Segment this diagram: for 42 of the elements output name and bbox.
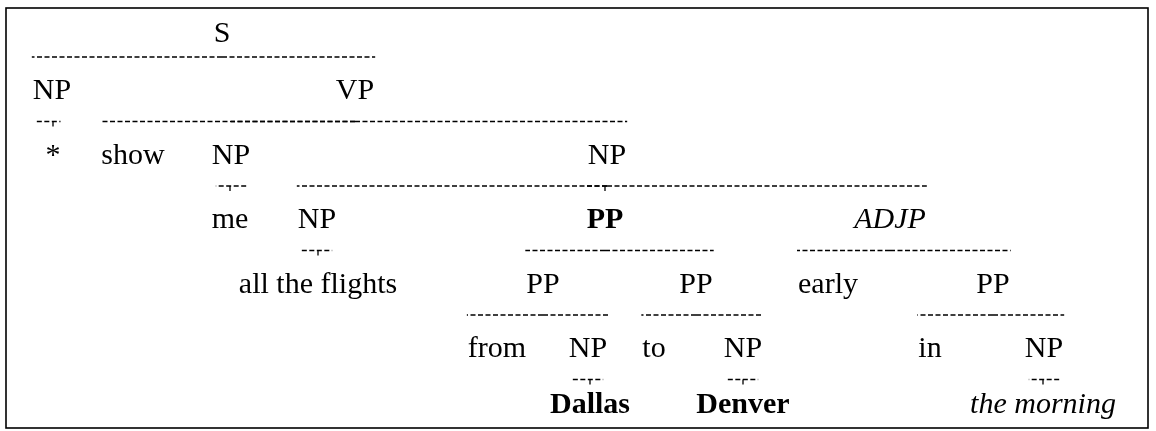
tree-branch-line [466, 314, 544, 316]
phrase-label: PP [973, 250, 1013, 315]
tree-branch-line [916, 314, 994, 316]
phrase-label: NP [208, 121, 254, 186]
word-label: Denver [693, 379, 793, 427]
phrase-label: PP [676, 250, 716, 315]
word-label: all the flights [235, 250, 401, 315]
tree-branch-line [221, 56, 376, 58]
tree-branch-line [604, 249, 715, 252]
tree-branch-line [640, 314, 697, 316]
phrase-label: ADJP [851, 186, 929, 251]
tree-branch-line [354, 120, 628, 123]
word-label: * [42, 121, 64, 186]
tree-branch-line [542, 314, 609, 316]
word-label: Dallas [547, 379, 633, 427]
tree-branch-line [606, 185, 928, 187]
tree-branch-line [36, 120, 62, 129]
phrase-label: PP [583, 186, 627, 251]
phrase-label: NP [584, 121, 630, 186]
word-label: show [98, 121, 168, 186]
phrase-label: VP [332, 57, 378, 122]
word-label: from [464, 315, 530, 380]
tree-branch-line [585, 185, 608, 193]
tree-branch-line [796, 249, 891, 252]
phrase-label: PP [523, 250, 563, 315]
phrase-label: NP [1021, 315, 1067, 380]
phrase-label: NP [294, 186, 340, 251]
tree-branch-line [524, 249, 606, 252]
phrase-label: NP [720, 315, 766, 380]
word-label: early [795, 250, 861, 315]
phrase-label: NP [29, 57, 75, 122]
word-label: to [639, 315, 669, 380]
tree-branch-line [695, 314, 764, 316]
word-label: the morning [967, 379, 1119, 427]
phrase-label: NP [565, 315, 611, 380]
tree-branch-line [31, 56, 223, 58]
tree-branch-line [230, 120, 356, 123]
phrase-label: S [210, 7, 234, 57]
word-label: me [208, 186, 252, 251]
tree-branch-line [889, 249, 1012, 252]
word-label: in [915, 315, 945, 380]
tree-branch-line [992, 314, 1065, 316]
